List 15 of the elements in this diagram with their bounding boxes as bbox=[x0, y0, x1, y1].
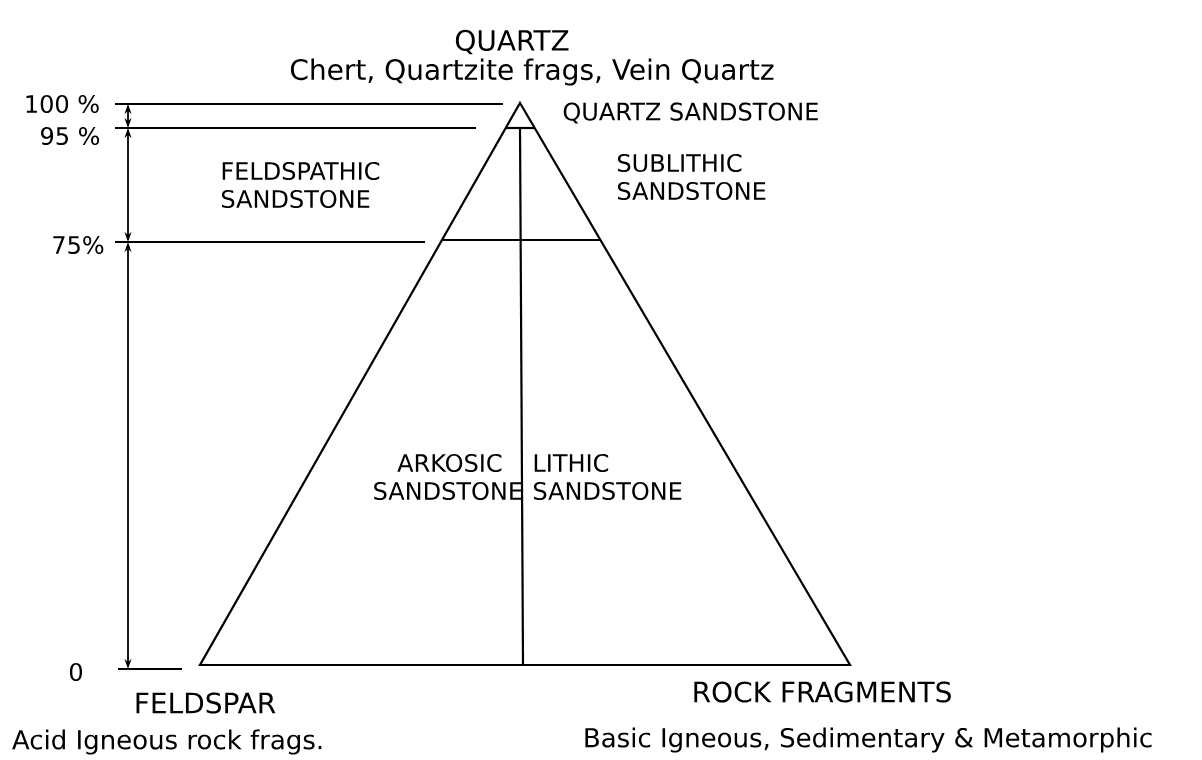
field-label: QUARTZ SANDSTONE bbox=[563, 102, 818, 124]
percent-label: 100 % bbox=[26, 94, 99, 114]
vertex-caption: Basic Igneous, Sedimentary & Metamorphic bbox=[585, 727, 1152, 753]
percent-label: 75% bbox=[53, 235, 104, 255]
field-label: FELDSPATHIC SANDSTONE bbox=[222, 161, 380, 209]
vertex-caption: Chert, Quartzite frags, Vein Quartz bbox=[290, 58, 774, 86]
percent-label: 95 % bbox=[41, 126, 100, 146]
field-label: ARKOSIC SANDSTONE bbox=[374, 453, 522, 501]
vertex-label: FELDSPAR bbox=[136, 692, 276, 714]
vertex-caption: Acid Igneous rock frags. bbox=[12, 729, 322, 755]
field-label: SUBLITHIC SANDSTONE bbox=[618, 153, 766, 201]
percent-label: 0 bbox=[69, 662, 83, 682]
vertex-label: ROCK FRAGMENTS bbox=[694, 681, 951, 703]
vertex-label: QUARTZ bbox=[455, 29, 569, 55]
field-label: LITHIC SANDSTONE bbox=[534, 453, 682, 501]
